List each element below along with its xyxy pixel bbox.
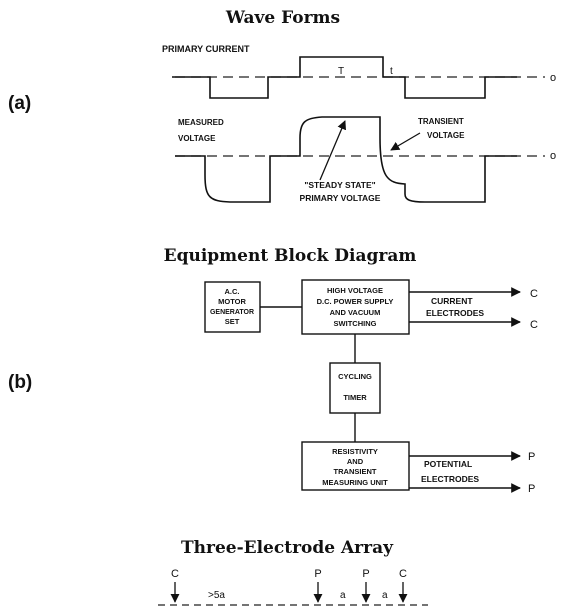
measuring-unit-box xyxy=(301,441,410,491)
electrode-c-right-label: C xyxy=(399,568,407,580)
potential-p-label-2: P xyxy=(528,483,535,495)
motor-box-line-4: SET xyxy=(225,317,240,326)
hv-box-line-3: AND VACUUM xyxy=(330,308,381,317)
transient-voltage-label-1: TRANSIENT xyxy=(418,117,464,126)
measured-voltage-waveform xyxy=(175,116,517,203)
hv-box-line-1: HIGH VOLTAGE xyxy=(327,286,383,295)
timer-box-line-1: CYCLING xyxy=(338,372,372,381)
block-diagram-title: Equipment Block Diagram xyxy=(164,246,417,266)
timer-box-line-2: TIMER xyxy=(343,393,367,402)
measuring-box-line-3: TRANSIENT xyxy=(334,467,377,476)
measuring-box-line-2: AND xyxy=(347,457,364,466)
hv-box-line-4: SWITCHING xyxy=(334,319,377,328)
steady-state-label-2: PRIMARY VOLTAGE xyxy=(300,193,381,203)
measured-voltage-label-1: MEASURED xyxy=(178,118,224,127)
measured-voltage-label-2: VOLTAGE xyxy=(178,134,216,143)
current-electrodes-label-2: ELECTRODES xyxy=(426,308,484,318)
current-c-label-1: C xyxy=(530,288,538,300)
motor-box-line-1: A.C. xyxy=(225,287,240,296)
electrode-p-1-label: P xyxy=(314,568,321,580)
steady-state-label-1: "STEADY STATE" xyxy=(304,180,375,190)
primary-current-waveform xyxy=(172,56,517,99)
potential-electrodes-label-2: ELECTRODES xyxy=(421,474,479,484)
spacing-a-label-2: a xyxy=(382,590,388,601)
steady-state-arrow xyxy=(319,120,346,181)
measured-voltage-zero-label: o xyxy=(550,150,556,162)
current-c-label-2: C xyxy=(530,319,538,331)
part-a-label: (a) xyxy=(8,93,31,114)
array-title: Three-Electrode Array xyxy=(181,538,394,558)
period-T-label: T xyxy=(338,66,344,77)
motor-box-line-2: MOTOR xyxy=(218,297,246,306)
spacing-far-label: >5a xyxy=(208,590,225,601)
potential-p-label-1: P xyxy=(528,451,535,463)
spacing-a-label-1: a xyxy=(340,590,346,601)
primary-current-label: PRIMARY CURRENT xyxy=(162,44,250,54)
potential-electrodes-label-1: POTENTIAL xyxy=(424,459,472,469)
transient-voltage-arrow xyxy=(390,132,421,151)
hv-box-line-2: D.C. POWER SUPPLY xyxy=(317,297,394,306)
interval-t-label: t xyxy=(390,66,393,77)
part-b-label: (b) xyxy=(8,372,32,393)
measuring-box-line-4: MEASURING UNIT xyxy=(322,478,388,487)
electrode-c-left-label: C xyxy=(171,568,179,580)
primary-current-zero-label: o xyxy=(550,72,556,84)
wave-forms-title: Wave Forms xyxy=(225,8,340,28)
current-electrodes-label-1: CURRENT xyxy=(431,296,473,306)
cycling-timer-box xyxy=(329,362,381,414)
motor-box-line-3: GENERATOR xyxy=(210,309,254,316)
transient-voltage-label-2: VOLTAGE xyxy=(427,131,465,140)
electrode-p-2-label: P xyxy=(362,568,369,580)
measuring-box-line-1: RESISTIVITY xyxy=(332,447,378,456)
